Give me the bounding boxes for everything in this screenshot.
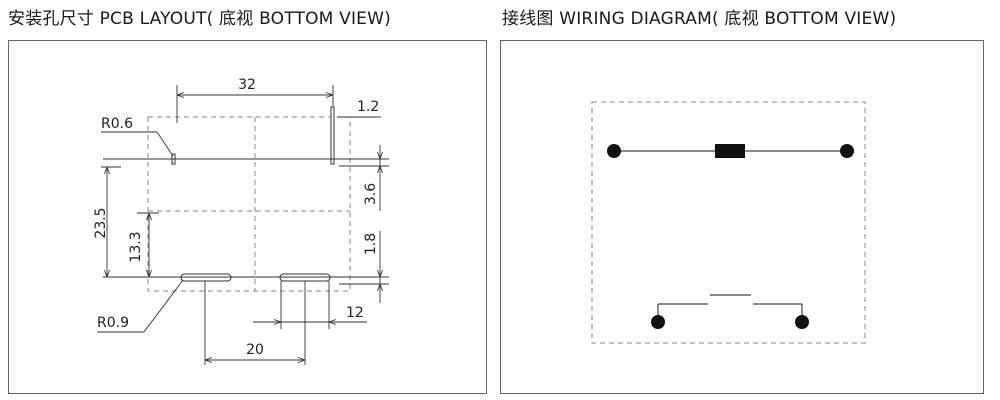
pcb-layout-drawing: 32 1.2 R0.6 23.5 13.3 3.6 1.8 xyxy=(93,77,389,365)
dim-slot-width-arrows xyxy=(273,319,337,325)
slot-pad-right xyxy=(279,273,331,282)
dim-slot-width-label: 12 xyxy=(346,305,364,321)
dim-slot-spacing-label: 20 xyxy=(246,342,264,358)
dim-pin-spacing-arrows xyxy=(377,151,383,174)
pcb-layout-panel: 32 1.2 R0.6 23.5 13.3 3.6 1.8 xyxy=(8,40,487,394)
dim-width-label: 32 xyxy=(238,77,256,93)
r09-leader-d xyxy=(143,279,184,333)
switch-terminal-right xyxy=(795,315,809,329)
dim-height-mid-label: 13.3 xyxy=(128,231,144,262)
dim-pin-spacing-label: 3.6 xyxy=(363,183,379,205)
dim-pin-width-label: 1.2 xyxy=(357,99,379,115)
slot-pad-left xyxy=(180,273,232,282)
wiring-diagram-drawing xyxy=(591,101,866,344)
dim-height-total-label: 23.5 xyxy=(93,207,109,238)
dim-slot-spacing-arrows xyxy=(204,357,306,363)
dim-slot-height-label: 1.8 xyxy=(363,233,379,255)
wiring-diagram-panel xyxy=(500,40,984,394)
dim-slot-height-arrows xyxy=(377,269,383,292)
dim-radius-small-label: R0.6 xyxy=(101,116,133,132)
r06-leader-d xyxy=(156,131,174,157)
wiring-diagram-title: 接线图 WIRING DIAGRAM( 底视 BOTTOM VIEW) xyxy=(502,9,897,29)
pcb-layout-title: 安装孔尺寸 PCB LAYOUT( 底视 BOTTOM VIEW) xyxy=(8,9,391,29)
dim-radius-large-label: R0.9 xyxy=(97,315,129,331)
coil-terminal-right xyxy=(840,144,854,158)
relay-outline xyxy=(147,116,351,292)
coil-symbol xyxy=(715,144,745,158)
relay-outline xyxy=(591,101,866,344)
coil-terminal-left xyxy=(607,144,621,158)
pin-pad-right xyxy=(330,106,335,165)
dim-width-arrows xyxy=(176,92,334,98)
switch-terminal-left xyxy=(651,315,665,329)
dim-height-mid-arrows xyxy=(146,212,152,278)
dim-height-total-arrows xyxy=(104,166,110,278)
